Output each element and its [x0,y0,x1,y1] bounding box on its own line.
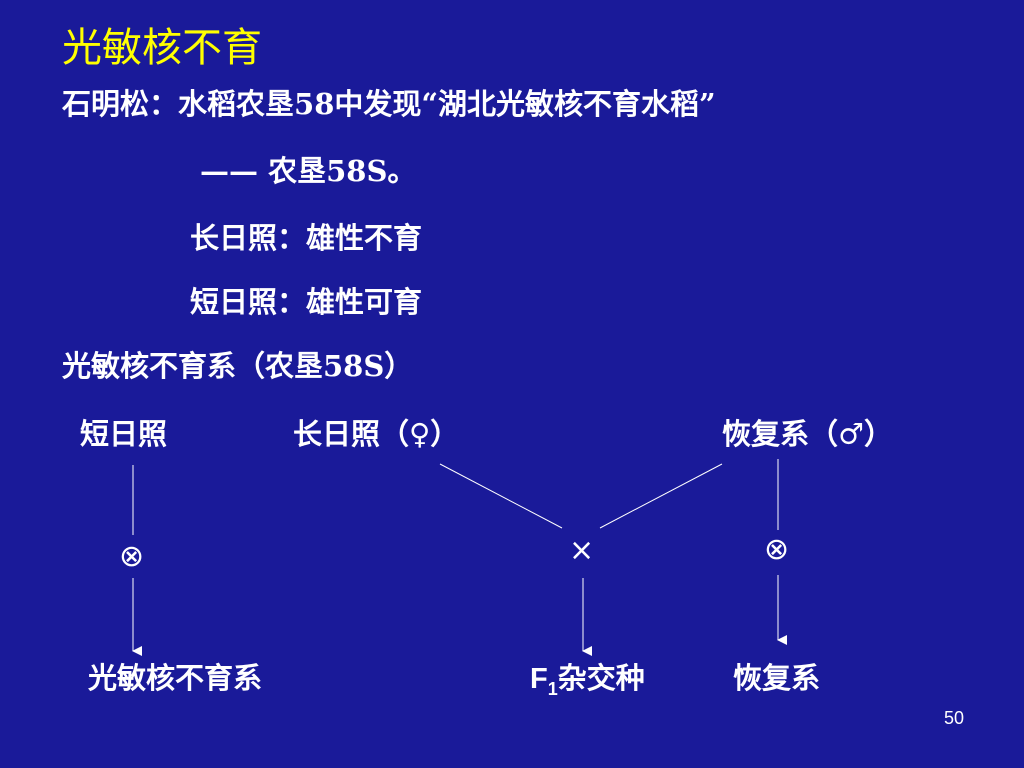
restorer-male-label: 恢复系（♂） [722,417,893,451]
result-sterile-line: 光敏核不育系 [88,661,263,695]
intro-line-pre: 石明松：水稻农垦 [62,87,295,121]
intro-line-post: 中发现“湖北光敏核不育水稻” [334,87,716,121]
sterile-line-heading: 光敏核不育系（农垦58S） [62,349,414,383]
result-restorer-line: 恢复系 [733,661,821,695]
f1-letter: F [530,663,548,695]
short-day-condition: 短日照：雄性可育 [190,285,423,319]
variety-line: —— 农垦58S。 [200,157,416,186]
female-to-cross-line [439,463,563,529]
long-day-condition: 长日照：雄性不育 [190,221,423,255]
self-cross-icon-right: ⊗ [764,532,790,567]
variety-dash: —— [200,154,258,188]
male-to-cross-line [599,463,723,529]
intro-line-number: 58 [294,87,335,121]
variety-name: 农垦58S。 [258,154,417,188]
slide-title: 光敏核不育 [62,25,262,71]
result-f1-hybrid: F1杂交种 [530,664,645,698]
long-day-female-label: 长日照（♀） [293,417,460,451]
intro-line: 石明松：水稻农垦58中发现“湖北光敏核不育水稻” [62,90,716,119]
short-day-label: 短日照 [80,417,168,451]
self-cross-icon: ⊗ [119,539,145,574]
cross-icon: × [569,533,595,568]
hybrid-text: 杂交种 [557,661,645,695]
page-number: 50 [943,708,964,728]
f1-subscript: 1 [547,678,558,699]
